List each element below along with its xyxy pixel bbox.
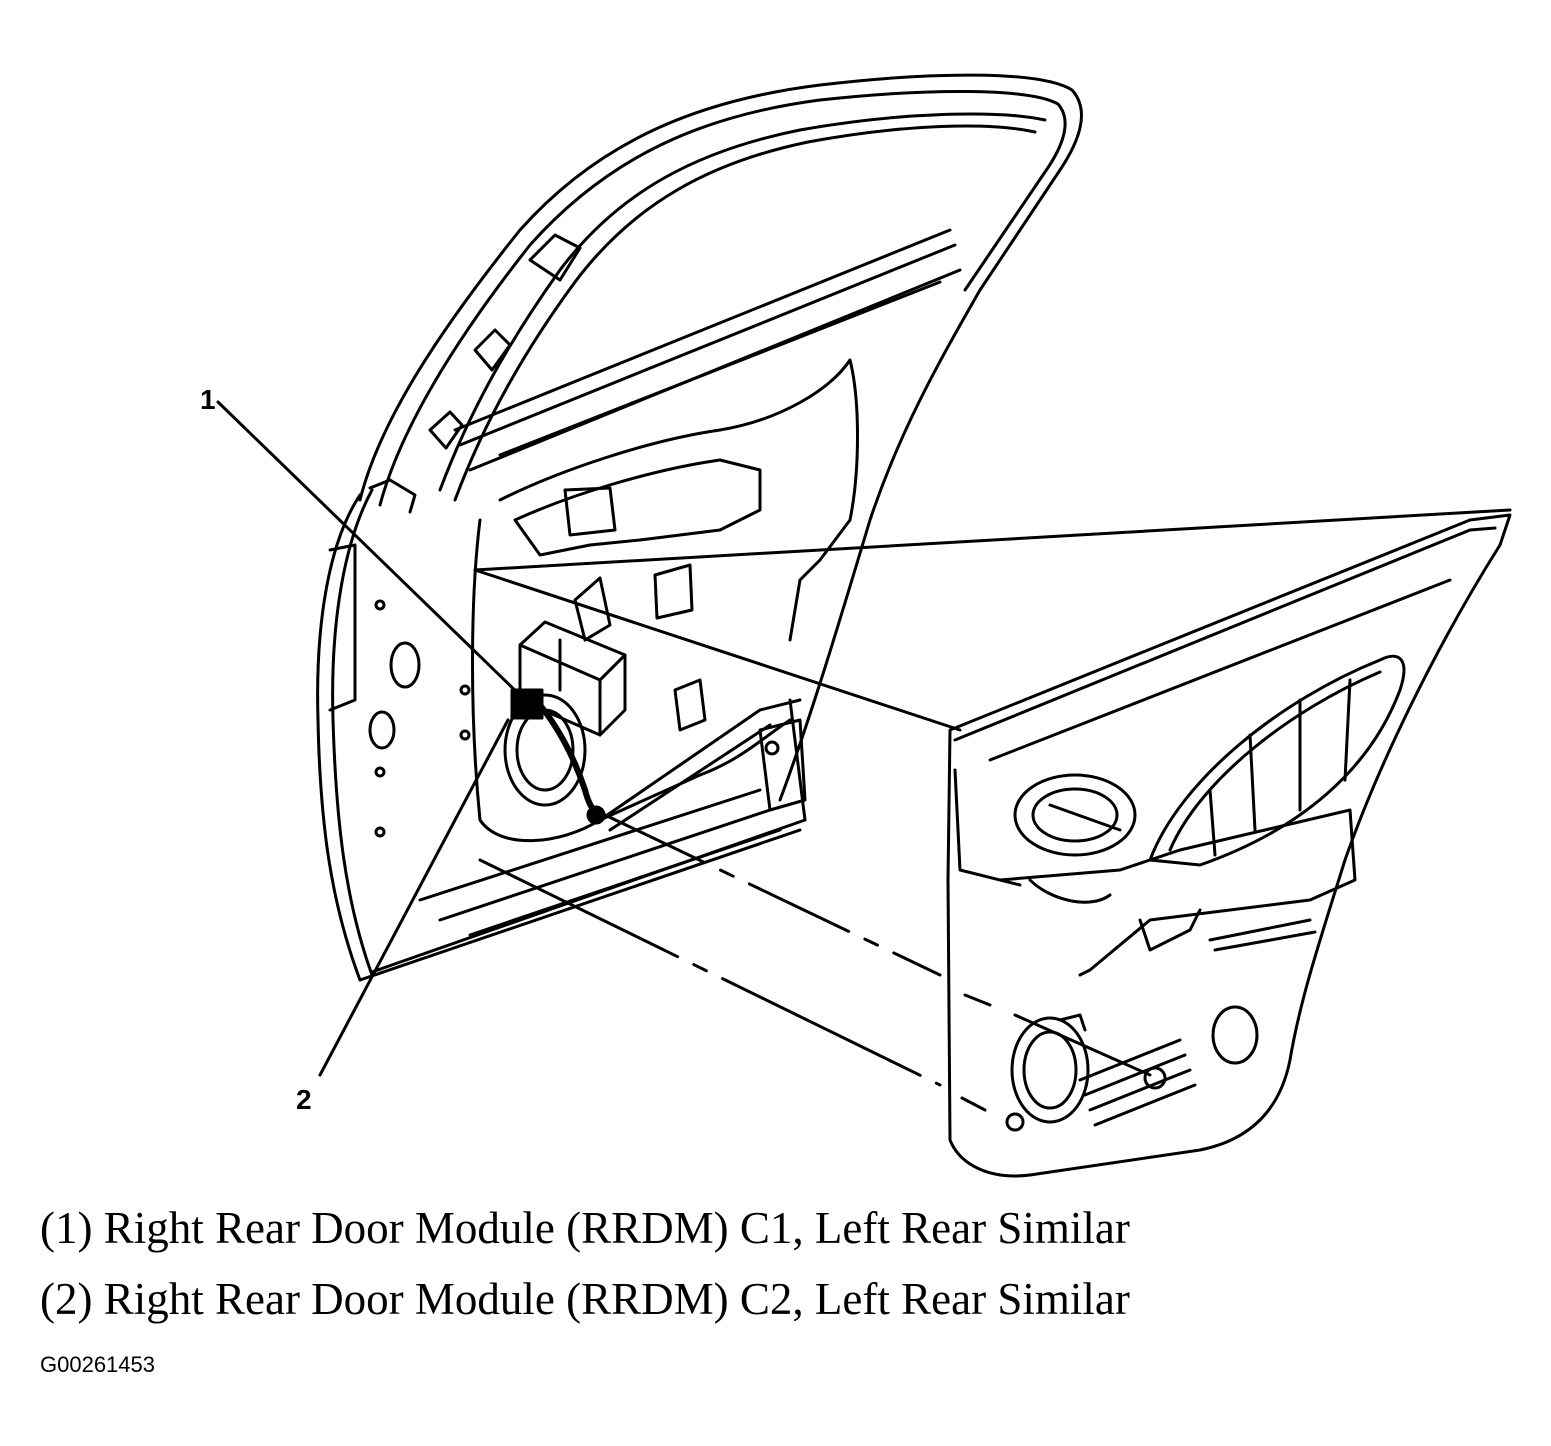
door-module-rrdm [510, 620, 627, 825]
door-inner-panel [316, 358, 859, 982]
leader-line-1 [216, 400, 527, 702]
callout-leaders [216, 400, 527, 1077]
legend-item-2: (2) Right Rear Door Module (RRDM) C2, Le… [40, 1274, 1130, 1324]
figure-id-label: G00261453 [40, 1352, 155, 1377]
callout-number-2: 2 [296, 1084, 312, 1115]
alignment-lines [473, 508, 1512, 1112]
callout-number-1: 1 [200, 384, 216, 415]
door-frame [358, 73, 1083, 802]
legend-item-1: (1) Right Rear Door Module (RRDM) C1, Le… [40, 1203, 1130, 1253]
leader-line-2 [318, 718, 510, 1077]
door-assembly-illustration [216, 73, 1512, 1178]
door-trim-panel [946, 513, 1512, 1178]
